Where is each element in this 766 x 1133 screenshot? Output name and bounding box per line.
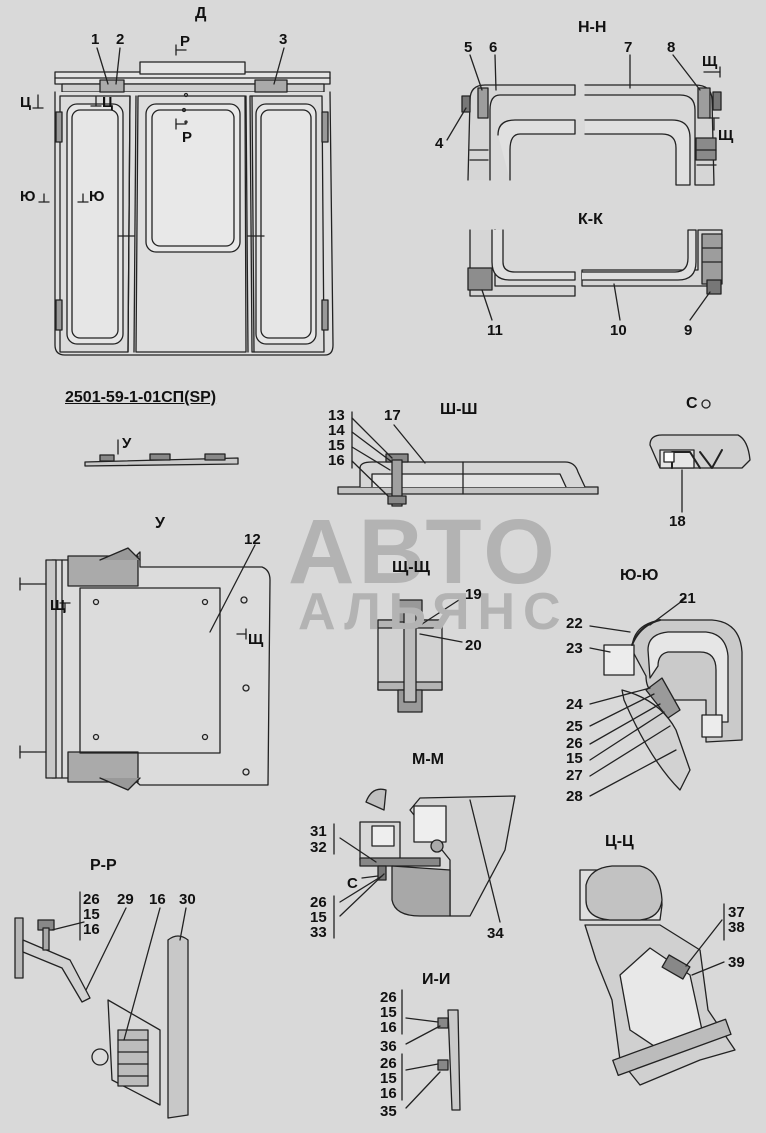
callout-15m: 15 <box>310 909 327 926</box>
section-mm <box>333 788 516 939</box>
section-rr <box>14 891 189 1119</box>
callout-15r: 15 <box>83 906 100 923</box>
callout-17: 17 <box>384 407 401 424</box>
cut-mark-sch-nn: Щ <box>702 53 718 70</box>
cut-mark-ts-mid: Ц <box>102 94 113 111</box>
callout-35: 35 <box>380 1103 397 1120</box>
callout-6: 6 <box>489 39 498 56</box>
callout-3: 3 <box>279 31 288 48</box>
section-title-shsh: Ш-Ш <box>440 401 478 418</box>
cut-mark-sch-u1: Щ <box>50 597 66 614</box>
callout-7: 7 <box>624 39 633 56</box>
section-title-mm: М-М <box>412 751 444 768</box>
callout-23: 23 <box>566 640 583 657</box>
callout-34: 34 <box>487 925 504 942</box>
callout-27: 27 <box>566 767 583 784</box>
callout-9: 9 <box>684 322 693 339</box>
callout-21: 21 <box>679 590 696 607</box>
section-ii <box>401 989 461 1111</box>
callout-19: 19 <box>465 586 482 603</box>
callout-26: 26 <box>566 735 583 752</box>
callout-15: 15 <box>328 437 345 454</box>
callout-4: 4 <box>435 135 444 152</box>
callout-16i2: 16 <box>380 1085 397 1102</box>
callout-26r: 26 <box>83 891 100 908</box>
section-title-u: У <box>155 515 165 532</box>
section-tsts <box>579 865 736 1086</box>
section-schsch <box>377 597 463 713</box>
section-title-s: С <box>686 395 698 412</box>
callout-31: 31 <box>310 823 327 840</box>
cut-mark-sch-u2: Щ <box>248 631 264 648</box>
cut-mark-s-mm: С <box>347 875 358 892</box>
section-shsh <box>337 411 599 507</box>
cut-mark-r-mid: Р <box>182 129 193 146</box>
callout-10: 10 <box>610 322 627 339</box>
section-title-tsts: Ц-Ц <box>605 833 634 850</box>
callout-26i2: 26 <box>380 1055 397 1072</box>
callout-16r: 16 <box>83 921 100 938</box>
callout-15b: 15 <box>566 750 583 767</box>
watermark-line1: АВТО <box>288 501 559 603</box>
section-nn <box>446 54 722 186</box>
callout-24: 24 <box>566 696 583 713</box>
cut-mark-sch-nn2: Щ <box>718 127 734 144</box>
cut-mark-yu-left: Ю <box>20 188 36 205</box>
cut-mark-u-small: У <box>122 435 132 452</box>
section-title-kk: К-К <box>578 211 603 228</box>
callout-39: 39 <box>728 954 745 971</box>
section-title-nn: Н-Н <box>578 19 607 36</box>
callout-32: 32 <box>310 839 327 856</box>
callout-15i2: 15 <box>380 1070 397 1087</box>
callout-14: 14 <box>328 422 345 439</box>
callout-12: 12 <box>244 531 261 548</box>
callout-29: 29 <box>117 891 134 908</box>
section-title-ii: И-И <box>422 971 451 988</box>
callout-30: 30 <box>179 891 196 908</box>
section-title-rr: Р-Р <box>90 857 117 874</box>
callout-15i: 15 <box>380 1004 397 1021</box>
callout-20: 20 <box>465 637 482 654</box>
callout-5: 5 <box>464 39 473 56</box>
section-title-d: Д <box>195 5 207 22</box>
watermark-line2: АЛЬЯНС <box>298 583 569 641</box>
callout-36: 36 <box>380 1038 397 1055</box>
drawing-code: 2501-59-1-01СП(SP) <box>65 389 217 406</box>
part-strip-view <box>84 439 239 467</box>
callout-2: 2 <box>116 31 125 48</box>
callout-11: 11 <box>487 322 503 339</box>
callout-1: 1 <box>91 31 100 48</box>
callout-25: 25 <box>566 718 583 735</box>
callout-16i: 16 <box>380 1019 397 1036</box>
view-d-cab-front <box>32 44 334 356</box>
callout-38: 38 <box>728 919 745 936</box>
cut-mark-r-top: Р <box>180 33 191 50</box>
callout-16: 16 <box>328 452 345 469</box>
section-s <box>649 399 751 513</box>
callout-33: 33 <box>310 924 327 941</box>
callout-8: 8 <box>667 39 676 56</box>
section-kk <box>467 229 723 321</box>
callout-37: 37 <box>728 904 745 921</box>
callout-26i: 26 <box>380 989 397 1006</box>
section-yuyu <box>589 597 743 797</box>
section-title-schsch: Щ-Щ <box>392 559 430 576</box>
view-u <box>19 544 271 791</box>
section-title-yuyu: Ю-Ю <box>620 567 659 584</box>
callout-13: 13 <box>328 407 345 424</box>
cut-mark-yu-mid: Ю <box>89 188 105 205</box>
cut-mark-ts-left: Ц <box>20 94 31 111</box>
callout-26m: 26 <box>310 894 327 911</box>
callout-22: 22 <box>566 615 583 632</box>
callout-16r2: 16 <box>149 891 166 908</box>
callout-18: 18 <box>669 513 686 530</box>
callout-28: 28 <box>566 788 583 805</box>
